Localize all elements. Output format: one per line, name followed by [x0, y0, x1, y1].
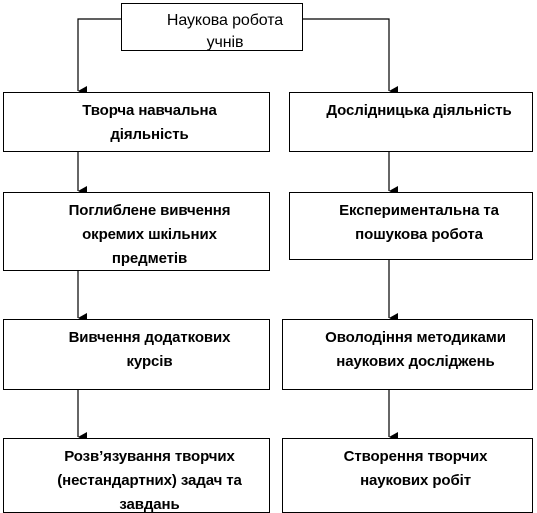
right-node-1-text: Дослідницька діяльність: [310, 99, 528, 123]
left-node-4-line2: (нестандартних) задач та: [57, 472, 242, 489]
left-node-4: Розв’язування творчих (нестандартних) за…: [3, 438, 270, 513]
left-node-3-text: Вивчення додаткових курсів: [34, 326, 265, 374]
left-node-3-line2: курсів: [126, 353, 173, 370]
right-node-1: Дослідницька діяльність: [289, 92, 533, 152]
root-node: Наукова робота учнів: [121, 3, 303, 51]
right-node-2-line2: пошукова робота: [355, 226, 483, 243]
right-node-4-line1: Створення творчих: [343, 448, 488, 465]
left-node-1-text: Творча навчальна діяльність: [34, 99, 265, 147]
right-node-3: Оволодіння методиками наукових досліджен…: [282, 319, 533, 390]
left-node-4-line3: завдань: [119, 496, 180, 513]
left-node-2-line2: окремих шкільних: [82, 226, 217, 243]
left-node-3: Вивчення додаткових курсів: [3, 319, 270, 390]
connector-root-right: [303, 18, 398, 96]
right-node-3-line1: Оволодіння методиками: [325, 329, 506, 346]
right-node-1-line1: Дослідницька діяльність: [326, 102, 512, 119]
left-node-2-line1: Поглиблене вивчення: [68, 202, 231, 219]
left-node-1-line2: діяльність: [110, 126, 189, 143]
left-node-2: Поглиблене вивчення окремих шкільних пре…: [3, 192, 270, 271]
connector-root-left: [77, 18, 121, 96]
right-node-4-text: Створення творчих наукових робіт: [303, 445, 528, 493]
right-node-3-line2: наукових досліджень: [336, 353, 495, 370]
root-node-line1: Наукова робота: [166, 12, 284, 29]
left-node-1: Творча навчальна діяльність: [3, 92, 270, 152]
right-node-2: Експериментальна та пошукова робота: [289, 192, 533, 260]
left-node-4-text: Розв’язування творчих (нестандартних) за…: [34, 445, 265, 513]
right-node-4: Створення творчих наукових робіт: [282, 438, 533, 513]
right-node-3-text: Оволодіння методиками наукових досліджен…: [303, 326, 528, 374]
left-node-2-text: Поглиблене вивчення окремих шкільних пре…: [34, 199, 265, 270]
left-node-2-line3: предметів: [111, 250, 188, 267]
left-node-1-line1: Творча навчальна: [82, 102, 217, 119]
right-node-4-line2: наукових робіт: [360, 472, 471, 489]
right-node-2-line1: Експериментальна та: [339, 202, 499, 219]
root-node-line2: учнів: [206, 34, 244, 51]
left-node-3-line1: Вивчення додаткових: [68, 329, 231, 346]
right-node-2-text: Експериментальна та пошукова робота: [310, 199, 528, 247]
root-node-text: Наукова робота учнів: [152, 10, 298, 51]
left-node-4-line1: Розв’язування творчих: [64, 448, 235, 465]
